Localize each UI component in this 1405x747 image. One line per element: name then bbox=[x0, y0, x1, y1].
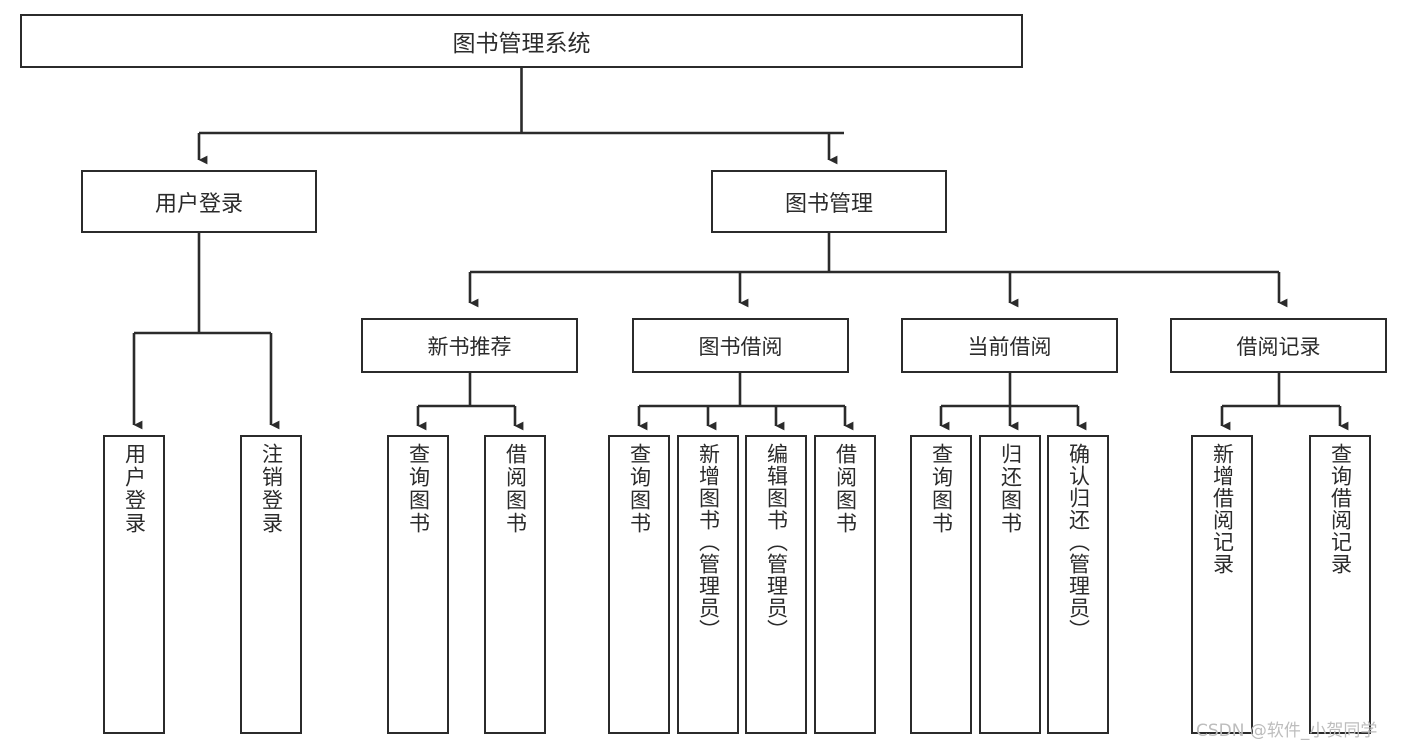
node-label: 图书管理 bbox=[784, 191, 873, 217]
node-label: 借阅记录 bbox=[1236, 334, 1321, 359]
node-label: 编辑图书（管理员） bbox=[764, 443, 789, 641]
csdn-watermark: CSDN @软件_小贺同学 bbox=[1196, 721, 1378, 741]
leaf-query-borrow-record[interactable]: 查询借阅记录 bbox=[1309, 435, 1371, 734]
leaf-return-book[interactable]: 归还图书 bbox=[979, 435, 1041, 734]
node-label: 查询图书 bbox=[406, 443, 431, 535]
node-label: 图书管理系统 bbox=[452, 31, 591, 57]
leaf-query-book-recommend[interactable]: 查询图书 bbox=[387, 435, 449, 734]
leaf-borrow-book-recommend[interactable]: 借阅图书 bbox=[484, 435, 546, 734]
leaf-query-book-current[interactable]: 查询图书 bbox=[910, 435, 972, 734]
node-label: 借阅图书 bbox=[503, 443, 528, 535]
leaf-add-borrow-record[interactable]: 新增借阅记录 bbox=[1191, 435, 1253, 734]
node-new-book-recommend[interactable]: 新书推荐 bbox=[361, 318, 578, 373]
node-user-login[interactable]: 用户登录 bbox=[81, 170, 317, 233]
node-label: 用户登录 bbox=[122, 443, 147, 535]
leaf-add-book-admin[interactable]: 新增图书（管理员） bbox=[677, 435, 739, 734]
leaf-query-book-borrow[interactable]: 查询图书 bbox=[608, 435, 670, 734]
leaf-borrow-book[interactable]: 借阅图书 bbox=[814, 435, 876, 734]
node-root-system[interactable]: 图书管理系统 bbox=[20, 14, 1023, 68]
node-label: 用户登录 bbox=[154, 191, 243, 217]
leaf-edit-book-admin[interactable]: 编辑图书（管理员） bbox=[745, 435, 807, 734]
leaf-confirm-return-admin[interactable]: 确认归还（管理员） bbox=[1047, 435, 1109, 734]
node-label: 归还图书 bbox=[998, 443, 1023, 535]
node-label: 查询借阅记录 bbox=[1328, 443, 1353, 575]
node-label: 当前借阅 bbox=[967, 334, 1052, 359]
node-label: 注销登录 bbox=[259, 443, 284, 535]
node-label: 新增图书（管理员） bbox=[696, 443, 721, 641]
node-book-management[interactable]: 图书管理 bbox=[711, 170, 947, 233]
node-label: 图书借阅 bbox=[698, 334, 783, 359]
node-borrow-record[interactable]: 借阅记录 bbox=[1170, 318, 1387, 373]
node-label: 新增借阅记录 bbox=[1210, 443, 1235, 575]
leaf-user-logout[interactable]: 注销登录 bbox=[240, 435, 302, 734]
node-label: 查询图书 bbox=[929, 443, 954, 535]
node-label: 新书推荐 bbox=[427, 334, 512, 359]
node-label: 借阅图书 bbox=[833, 443, 858, 535]
node-book-borrow[interactable]: 图书借阅 bbox=[632, 318, 849, 373]
node-label: 确认归还（管理员） bbox=[1066, 443, 1091, 641]
node-label: 查询图书 bbox=[627, 443, 652, 535]
node-current-borrow[interactable]: 当前借阅 bbox=[901, 318, 1118, 373]
leaf-user-login[interactable]: 用户登录 bbox=[103, 435, 165, 734]
